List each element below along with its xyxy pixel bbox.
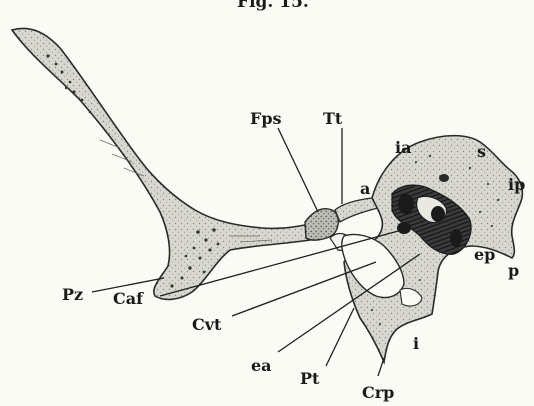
- label-ia: ia: [395, 138, 411, 157]
- label-pz: Pz: [62, 285, 83, 304]
- label-fps: Fps: [250, 109, 282, 128]
- leader-crp: [378, 358, 384, 376]
- leader-fps: [278, 128, 318, 212]
- label-tt: Tt: [323, 109, 343, 128]
- label-ip: ip: [508, 175, 525, 194]
- label-crp: Crp: [362, 383, 394, 402]
- label-i: i: [413, 334, 419, 353]
- label-a: a: [360, 179, 370, 198]
- label-s: s: [477, 142, 486, 161]
- label-ea: ea: [251, 356, 272, 375]
- elongated-process: [12, 28, 310, 299]
- figure-caption: Fig. 15.: [237, 0, 309, 12]
- label-pt: Pt: [300, 369, 320, 388]
- label-caf: Caf: [113, 289, 144, 308]
- label-p: p: [508, 261, 519, 280]
- label-ep: ep: [474, 245, 495, 264]
- label-cvt: Cvt: [192, 315, 222, 334]
